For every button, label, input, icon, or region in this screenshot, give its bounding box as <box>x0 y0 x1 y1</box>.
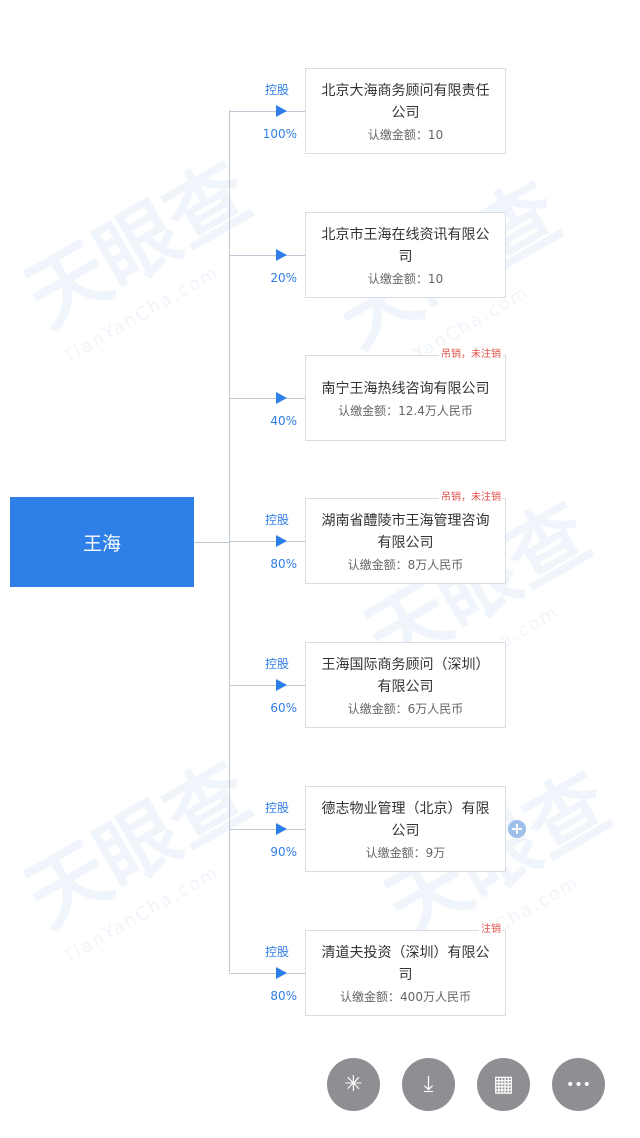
ownership-percent: 60% <box>270 701 297 715</box>
arrow-icon <box>276 967 287 979</box>
ownership-percent: 80% <box>270 557 297 571</box>
subscribed-amount: 认缴金额：10 <box>367 271 444 286</box>
ownership-percent: 90% <box>270 845 297 859</box>
ownership-percent: 100% <box>262 127 297 141</box>
control-tag: 控股 <box>265 945 290 959</box>
status-badge: 吊销，未注销 <box>439 492 503 504</box>
subscribed-amount: 认缴金额：10 <box>367 127 444 142</box>
grid-icon: ▦ <box>493 1072 514 1097</box>
arrow-icon <box>276 105 287 117</box>
share-button[interactable]: ✳ <box>327 1058 380 1111</box>
arrow-icon <box>276 392 287 404</box>
expand-icon[interactable]: + <box>508 820 526 838</box>
control-tag: 控股 <box>265 83 290 97</box>
more-icon: ••• <box>566 1076 591 1093</box>
root-person-node[interactable]: 王海 <box>10 497 194 587</box>
company-node[interactable]: 德志物业管理（北京）有限公司认缴金额：9万 <box>305 786 506 872</box>
subscribed-amount: 认缴金额：8万人民币 <box>347 557 464 572</box>
company-name: 王海国际商务顾问（深圳）有限公司 <box>321 656 490 695</box>
subscribed-amount: 认缴金额：6万人民币 <box>347 701 464 716</box>
company-name: 清道夫投资（深圳）有限公司 <box>321 944 490 983</box>
status-badge: 注销 <box>479 924 503 936</box>
root-person-name: 王海 <box>82 532 121 555</box>
company-name: 湖南省醴陵市王海管理咨询有限公司 <box>321 512 490 551</box>
control-tag: 控股 <box>265 657 290 671</box>
branch-connector <box>229 829 305 830</box>
arrow-icon <box>276 535 287 547</box>
branch-connector <box>229 111 305 112</box>
company-name: 南宁王海热线咨询有限公司 <box>321 380 490 397</box>
company-name: 德志物业管理（北京）有限公司 <box>321 800 490 839</box>
download-button[interactable]: ⤓ <box>402 1058 455 1111</box>
control-tag: 控股 <box>265 801 290 815</box>
arrow-icon <box>276 679 287 691</box>
company-node[interactable]: 北京大海商务顾问有限责任公司认缴金额：10 <box>305 68 506 154</box>
subscribed-amount: 认缴金额：9万 <box>365 845 446 860</box>
company-node[interactable]: 注销清道夫投资（深圳）有限公司认缴金额：400万人民币 <box>305 924 506 1016</box>
grid-button[interactable]: ▦ <box>477 1058 530 1111</box>
share-icon: ✳ <box>344 1072 363 1097</box>
company-node[interactable]: 北京市王海在线资讯有限公司认缴金额：10 <box>305 212 506 298</box>
company-name: 北京大海商务顾问有限责任公司 <box>321 82 490 121</box>
company-node[interactable]: 吊销，未注销湖南省醴陵市王海管理咨询有限公司认缴金额：8万人民币 <box>305 492 506 584</box>
company-node[interactable]: 吊销，未注销南宁王海热线咨询有限公司认缴金额：12.4万人民币 <box>305 349 506 441</box>
arrow-icon <box>276 823 287 835</box>
arrow-icon <box>276 249 287 261</box>
branch-connector <box>229 973 305 974</box>
branch-connector <box>229 541 305 542</box>
subscribed-amount: 认缴金额：400万人民币 <box>340 989 471 1004</box>
ownership-percent: 20% <box>270 271 297 285</box>
root-connector <box>194 542 229 543</box>
ownership-percent: 80% <box>270 989 297 1003</box>
download-icon: ⤓ <box>423 1072 434 1097</box>
branch-connector <box>229 398 305 399</box>
company-name: 北京市王海在线资讯有限公司 <box>321 226 490 265</box>
company-node[interactable]: 王海国际商务顾问（深圳）有限公司认缴金额：6万人民币 <box>305 642 506 728</box>
control-tag: 控股 <box>265 513 290 527</box>
branch-connector <box>229 685 305 686</box>
status-badge: 吊销，未注销 <box>439 349 503 361</box>
ownership-percent: 40% <box>270 414 297 428</box>
more-button[interactable]: ••• <box>552 1058 605 1111</box>
branch-connector <box>229 255 305 256</box>
subscribed-amount: 认缴金额：12.4万人民币 <box>338 403 473 418</box>
